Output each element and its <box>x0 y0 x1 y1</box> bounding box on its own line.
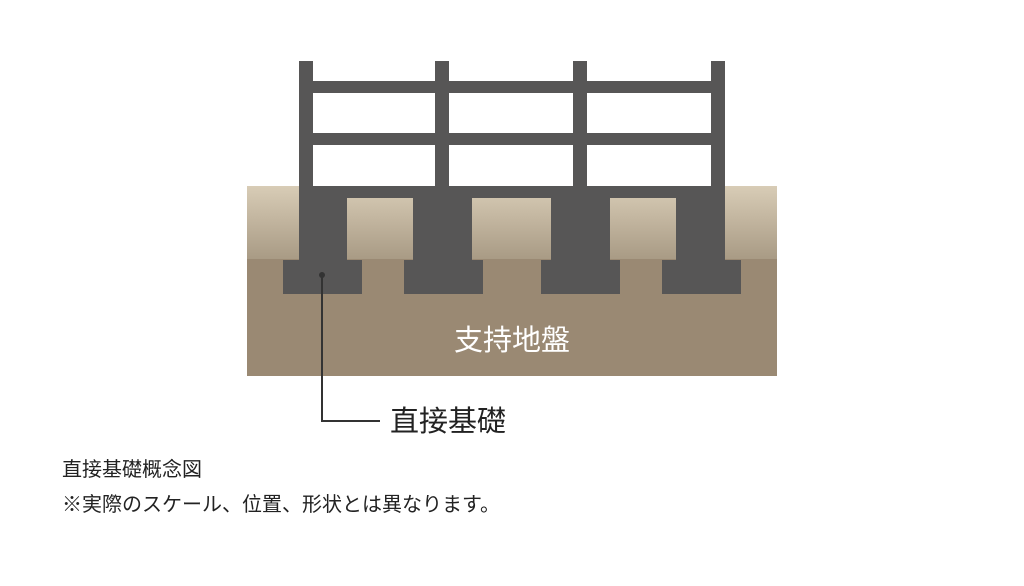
column <box>299 61 313 201</box>
foundation-leader <box>319 272 380 422</box>
caption-note: ※実際のスケール、位置、形状とは異なります。 <box>62 492 500 516</box>
floor-beam <box>299 133 725 145</box>
caption-title: 直接基礎概念図 <box>62 457 202 481</box>
footing <box>541 260 620 294</box>
bearing-stratum-label: 支持地盤 <box>454 323 570 357</box>
leader-line <box>321 275 380 422</box>
basement-structure <box>299 186 725 260</box>
column <box>435 61 449 201</box>
footing <box>404 260 483 294</box>
footing <box>662 260 741 294</box>
building-structure <box>283 61 741 294</box>
column <box>573 61 587 201</box>
foundation-label: 直接基礎 <box>390 404 506 438</box>
column <box>711 61 725 201</box>
floor-beam <box>299 81 725 93</box>
